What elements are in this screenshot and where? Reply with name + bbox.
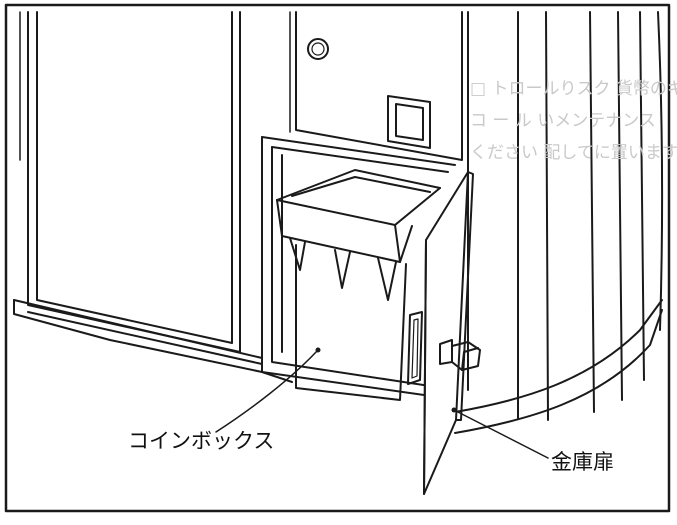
figure-frame: [4, 3, 671, 513]
upper-panel: [289, 11, 463, 161]
safe-door-leader: [453, 409, 549, 459]
coin-box-label: コインボックス: [128, 429, 275, 453]
ghost-text-line: ください 配してに置います。: [470, 143, 677, 163]
ghost-text-line: □ トロールりスク 貨幣のキミ・: [470, 79, 677, 99]
round-button-icon: [307, 38, 329, 60]
safe-door: [407, 171, 474, 495]
door-lock-icon: [439, 339, 481, 371]
ghost-text: □ トロールりスク 貨幣のキミ・ コ ー ル いメンテナンス ください 配してに…: [470, 79, 677, 163]
coin-box-leader: [215, 349, 319, 433]
window-icon: [387, 95, 431, 149]
right-side-ribs: [467, 11, 664, 421]
cabinet-base: [13, 299, 663, 434]
coin-box: [276, 169, 441, 401]
left-panel: [19, 11, 241, 353]
ghost-text-line: コ ー ル いメンテナンス: [470, 111, 656, 131]
safe-door-label: 金庫扉: [551, 450, 614, 474]
compartment-opening: [261, 136, 456, 399]
